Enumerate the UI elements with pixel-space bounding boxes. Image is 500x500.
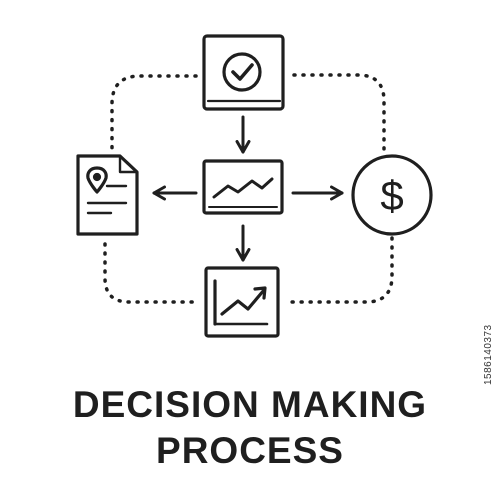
title-line-1: DECISION MAKING <box>72 384 428 425</box>
stock-image-id: 1586140373 <box>483 324 494 385</box>
dotted-connector-document-growth <box>103 242 200 304</box>
line-chart-icon <box>202 159 284 215</box>
dotted-connector-approval-document <box>110 74 198 152</box>
check-circle-monitor-icon <box>202 34 285 111</box>
dotted-loop <box>103 73 394 304</box>
growth-chart-icon <box>204 266 280 338</box>
title-line-2: PROCESS <box>156 430 344 471</box>
svg-text:$: $ <box>380 172 403 219</box>
document-location-pin-icon <box>76 154 139 236</box>
flow-arrows <box>152 115 344 262</box>
dollar-coin-icon: $ <box>351 154 433 236</box>
process-diagram: $ <box>76 34 433 338</box>
dotted-connector-finance-growth <box>286 236 394 304</box>
dotted-connector-approval-finance <box>292 73 386 152</box>
